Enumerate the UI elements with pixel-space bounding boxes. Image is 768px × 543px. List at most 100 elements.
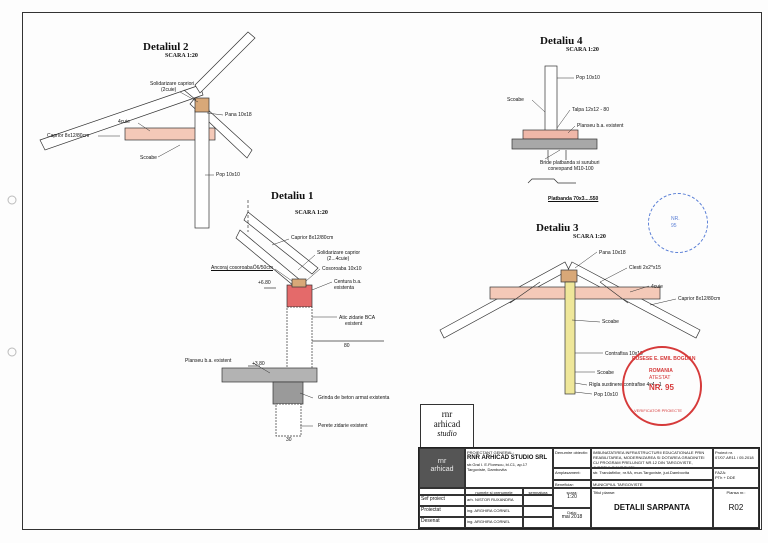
label-caprior: Caprior 8x12/80cm — [47, 133, 90, 139]
phase-cell: FAZA: PTh + DDE — [713, 468, 759, 488]
detail-2-scale: SCARA 1:20 — [165, 53, 198, 59]
signature-cell — [523, 495, 553, 506]
label-pana: Pana 10x18 — [225, 112, 252, 118]
binder-hole-icon — [7, 347, 17, 357]
date-value: mai 2018 — [561, 514, 583, 520]
detail-4-drawing — [511, 65, 598, 184]
signature-cell — [523, 506, 553, 517]
binder-hole-icon — [7, 195, 17, 205]
label-scoabe: Scoabe — [602, 319, 619, 325]
date-cell: Data: mai 2018 — [553, 508, 591, 528]
label-cuie: 4cuie — [118, 119, 130, 125]
wall-plate — [291, 278, 307, 288]
label-talpa: Talpa 12x12 - 80 — [572, 107, 609, 113]
post — [544, 65, 558, 137]
project-text-cell: IMBUNATATIREA INFRASTRUCTURII EDUCATIONA… — [591, 448, 713, 468]
label-pop: Pop 10x10 — [594, 392, 618, 398]
label-clesti: Clesti 2x2*x15 — [629, 265, 661, 271]
label-centura: Centura b.a. — [334, 279, 362, 285]
dim-30: 30 — [286, 437, 292, 443]
label-scoabe: Scoabe — [140, 155, 157, 161]
dim-80: 80 — [344, 343, 350, 349]
label-solidarizare-2: (2cuie) — [161, 87, 177, 93]
stamp-text: ROMANIA — [649, 368, 673, 374]
label-ancoraj: Ancoraj cosoroabaÖ6/50cm — [211, 265, 273, 271]
label-platbanda: Platbanda 70x3....550 — [548, 196, 599, 202]
detail-2-drawing — [39, 31, 256, 229]
label-centura-2: existenta — [334, 285, 355, 291]
slab — [511, 138, 598, 150]
detail-2-title: Detaliul 2 — [143, 41, 189, 53]
label-caprior: Caprior 8x12/80cm — [678, 296, 721, 302]
label-pop: Pop 10x10 — [576, 75, 600, 81]
strut — [509, 281, 541, 304]
drawing-title-label: Titlul planse: — [593, 490, 616, 495]
label-atic: Atic zidarie BCA — [339, 315, 376, 321]
designer-address: str.Gral I. E.Florescu, bl.C1, ap.17 — [467, 462, 528, 467]
sheet-number-cell: Plansa nr.: R02 — [713, 488, 759, 528]
drawing-title-cell: Titlul planse: DETALII SARPANTA — [591, 488, 713, 528]
label-grinda: Grinda de beton armat existenta — [318, 395, 390, 401]
designer-name: RNR ARHICAD STUDIO SRL — [467, 455, 548, 461]
label-bride-2: conexpand M10-100 — [548, 166, 594, 172]
bca-wall — [286, 306, 313, 370]
rafter-left — [39, 84, 204, 151]
detail-3-scale: SCARA 1:20 — [573, 234, 606, 240]
post-pop — [564, 281, 576, 395]
location-label-cell: Amplasament: — [553, 468, 591, 480]
label-scoabe-2: Scoabe — [597, 370, 614, 376]
detail-3-title: Detaliu 3 — [536, 222, 579, 234]
title-block-logo: rnr arhicad — [419, 448, 465, 488]
designer-cell: PROIECTANT GENERAL: RNR ARHICAD STUDIO S… — [465, 448, 553, 488]
rafter-left — [439, 261, 570, 339]
row-name: ing. ARGHIRA CORNEL — [465, 517, 523, 528]
sheet-frame — [22, 12, 762, 530]
purlin — [560, 269, 578, 283]
label-solidarizare-2: (2...4cuie) — [327, 256, 350, 262]
logo-line-2: arhicad — [433, 419, 461, 429]
stamp-text: ATESTAT — [649, 375, 671, 381]
label-pana: Pana 10x18 — [599, 250, 626, 256]
col-role-header — [419, 488, 465, 495]
post-pop — [194, 109, 210, 229]
designer-label: PROIECTANT GENERAL: — [467, 450, 514, 455]
detail-1-drawing — [221, 200, 384, 437]
tie-beam — [124, 127, 216, 141]
label-cosoroaba: Cosoroaba 10x10 — [322, 266, 362, 272]
label-pop: Pop 10x10 — [216, 172, 240, 178]
detail-3-drawing — [439, 261, 701, 395]
ring-beam — [286, 284, 313, 308]
stamp-text: NR. — [671, 216, 680, 222]
label-atic-2: existent — [345, 321, 363, 327]
phase-label: FAZA: — [715, 470, 727, 475]
label-perete: Perete zidarie existent — [318, 423, 368, 429]
date-label: Data: — [567, 510, 577, 515]
brick-wall — [275, 403, 302, 437]
project-number-label: Proiect nr. — [715, 450, 734, 455]
stamp-text: 95 — [671, 223, 677, 229]
project-number: 07/07.AR11 / 05.2018 — [715, 455, 754, 460]
stamp-text: RUSESE E. EMIL BOGDAN — [632, 356, 696, 362]
col-name-header: numele si prenumele — [465, 488, 523, 495]
level-slab: +3.80 — [252, 361, 265, 367]
stamp-text: NR. 95 — [649, 383, 674, 392]
blue-stamp: NR. 95 — [648, 193, 708, 253]
level-top: +6.80 — [258, 280, 271, 286]
rafter-right — [567, 261, 701, 339]
label-contrafisa: Contrafisa 10x10 — [605, 351, 643, 357]
purlin-pana — [194, 97, 210, 113]
row-role: Proiectat — [419, 506, 465, 517]
label-planseu: Planseu b.a. existent — [185, 358, 232, 364]
project-number-cell: Proiect nr. 07/07.AR11 / 05.2018 — [713, 448, 759, 468]
logo-line-1: rnr — [441, 409, 453, 419]
project-label-cell: Denumire obiectiv: — [553, 448, 591, 468]
label-bride: Bride platbanda si suruburi — [540, 160, 600, 166]
label-cuie: 4cuie — [651, 284, 663, 290]
label-solidarizare: Solidarizare capriori — [150, 81, 195, 87]
detail-1-scale: SCARA 1:20 — [295, 210, 328, 216]
signature-cell — [523, 517, 553, 528]
drawing-title: DETALII SARPANTA — [614, 503, 690, 512]
designer-city: Targoviste, Dambovita — [467, 467, 507, 472]
logo-line-2: arhicad — [430, 466, 454, 473]
